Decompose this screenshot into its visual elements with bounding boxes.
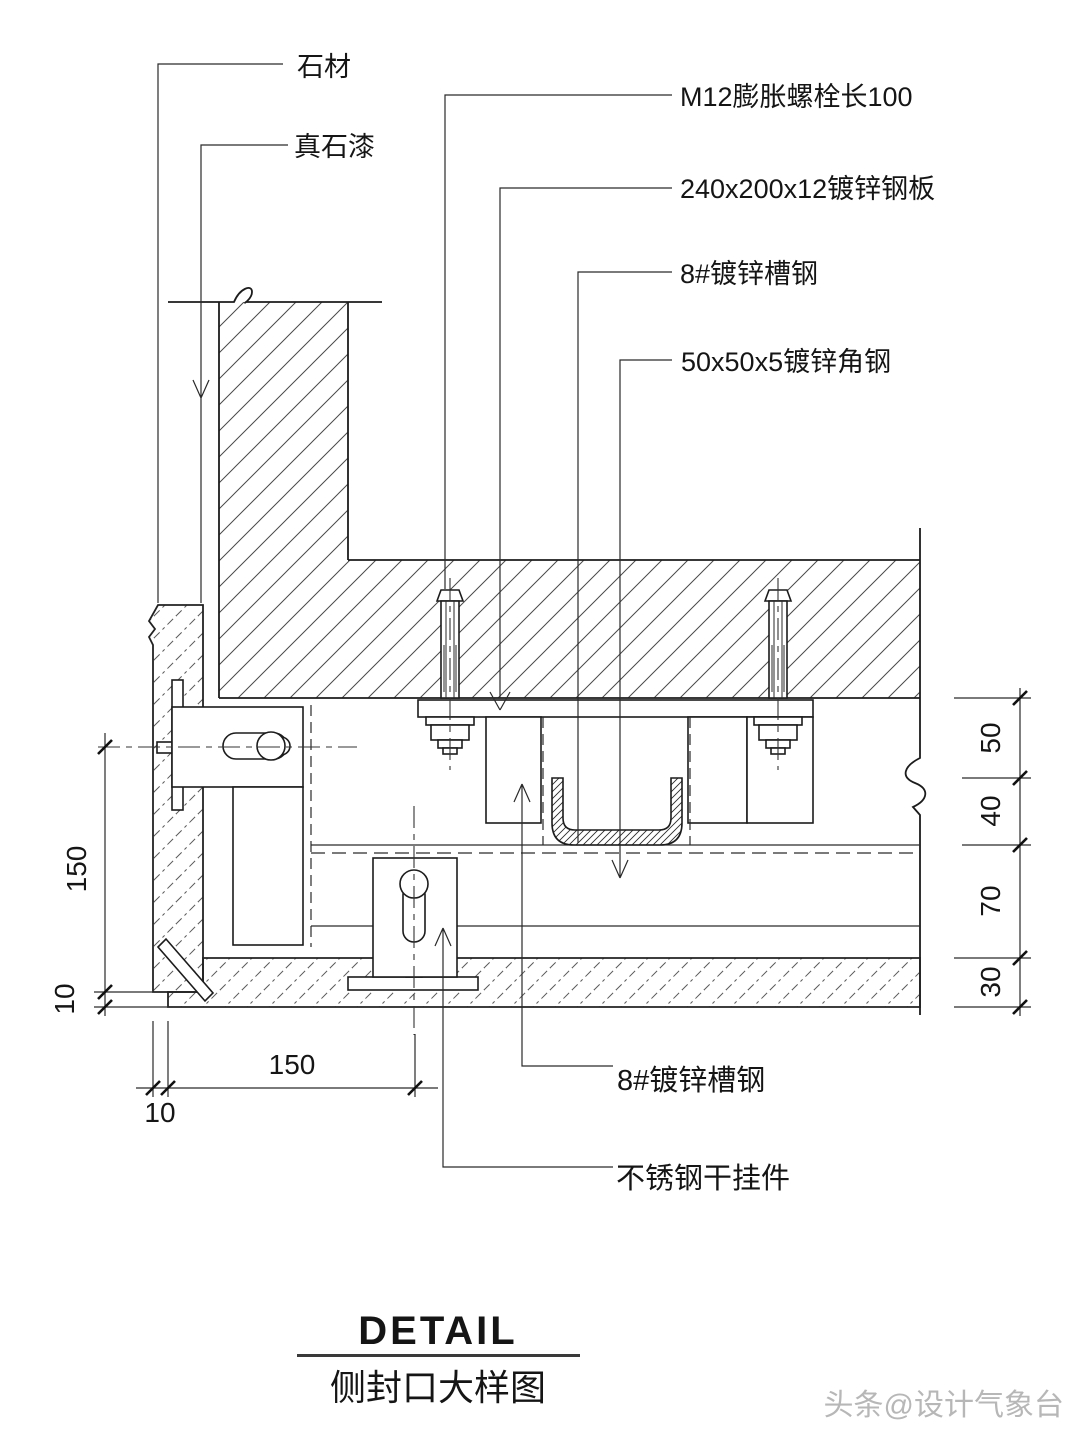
dimension-right: 50 40 70 30 bbox=[954, 688, 1031, 1016]
galvanized-steel-plate bbox=[417, 699, 814, 718]
wall-top-break-line bbox=[168, 287, 382, 304]
watermark: 头条@设计气象台 bbox=[824, 1389, 1064, 1422]
concrete-wall-and-slab bbox=[168, 287, 927, 1015]
label-channel-top: 8#镀锌槽钢 bbox=[680, 259, 818, 289]
leader-channel-top bbox=[577, 271, 672, 843]
dim-right-40: 40 bbox=[975, 795, 1006, 826]
dim-bottom-150: 150 bbox=[269, 1049, 316, 1080]
leader-lines bbox=[157, 63, 672, 1168]
right-break-edge bbox=[904, 528, 927, 1015]
title-underline bbox=[297, 1354, 580, 1357]
dimension-bottom: 150 10 bbox=[136, 1021, 438, 1128]
leader-channel-bottom bbox=[513, 783, 613, 1067]
label-expansion-bolt: M12膨胀螺栓长100 bbox=[680, 82, 913, 112]
label-channel-bottom: 8#镀锌槽钢 bbox=[617, 1064, 765, 1097]
leader-stone-paint bbox=[192, 144, 288, 603]
angle-steel-left bbox=[485, 716, 542, 824]
leader-stone bbox=[157, 63, 283, 603]
dim-right-70: 70 bbox=[975, 885, 1006, 916]
title-chinese: 侧封口大样图 bbox=[330, 1367, 546, 1408]
label-stone: 石材 bbox=[297, 52, 351, 82]
label-steel-plate: 240x200x12镀锌钢板 bbox=[680, 174, 935, 204]
dim-right-30: 30 bbox=[975, 966, 1006, 997]
label-stainless-clip: 不锈钢干挂件 bbox=[616, 1162, 790, 1195]
dim-bottom-10: 10 bbox=[144, 1097, 175, 1128]
label-angle-steel: 50x50x5镀锌角钢 bbox=[681, 347, 891, 377]
dim-left-150: 150 bbox=[61, 846, 92, 893]
steel-assembly bbox=[417, 699, 814, 846]
bolt-head bbox=[256, 731, 286, 761]
dim-left-10: 10 bbox=[49, 983, 80, 1014]
title-block: DETAIL 侧封口大样图 bbox=[297, 1309, 580, 1408]
leader-stainless-clip bbox=[434, 927, 613, 1168]
angle-steel-right-a bbox=[687, 716, 748, 824]
dimension-left: 150 10 bbox=[49, 733, 168, 1016]
label-stone-paint: 真石漆 bbox=[294, 132, 375, 162]
stone-soffit-panel bbox=[167, 957, 921, 1008]
clip-base-plate bbox=[347, 976, 479, 991]
leader-expansion-bolt bbox=[444, 94, 672, 589]
hanger-plate bbox=[232, 786, 304, 946]
sealant-joint-marker bbox=[156, 937, 215, 1003]
centerlines bbox=[98, 578, 779, 1035]
leader-steel-plate bbox=[489, 187, 672, 711]
channel-steel-section bbox=[551, 777, 683, 846]
leader-angle-steel bbox=[611, 359, 672, 879]
callout-labels: 石材 真石漆 M12膨胀螺栓长100 240x200x12镀锌钢板 8#镀锌槽钢… bbox=[294, 52, 935, 1195]
dim-right-50: 50 bbox=[975, 722, 1006, 753]
side-bracket-assembly bbox=[156, 679, 312, 947]
title-english: DETAIL bbox=[358, 1309, 517, 1353]
